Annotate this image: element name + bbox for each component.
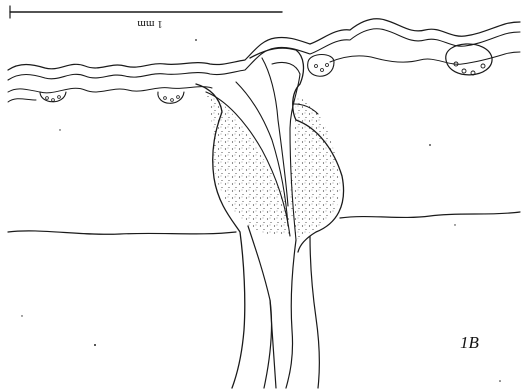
right-stalk-left <box>286 240 296 388</box>
boundary-line-right <box>340 212 520 218</box>
surface-line-lower <box>8 99 36 102</box>
central-structure <box>196 48 344 388</box>
panel-label: 1B <box>460 333 480 352</box>
left-lobe-stipple <box>205 92 289 236</box>
right-lobe-stipple <box>290 96 340 240</box>
boundary-line-left <box>8 231 236 234</box>
right-stalk-right <box>310 236 319 388</box>
surface-cells <box>40 44 492 103</box>
surface-cell-2 <box>158 92 184 103</box>
surface-line-inner <box>8 52 520 93</box>
surface-line-middle <box>8 29 520 80</box>
scale-bar-label: 1 mm <box>137 18 163 30</box>
surface-cell-1 <box>40 92 66 102</box>
surface-layers <box>8 19 520 102</box>
left-stalk-inner <box>248 226 272 388</box>
surface-cell-3 <box>308 55 334 77</box>
scale-bar: 1 mm <box>10 6 282 30</box>
